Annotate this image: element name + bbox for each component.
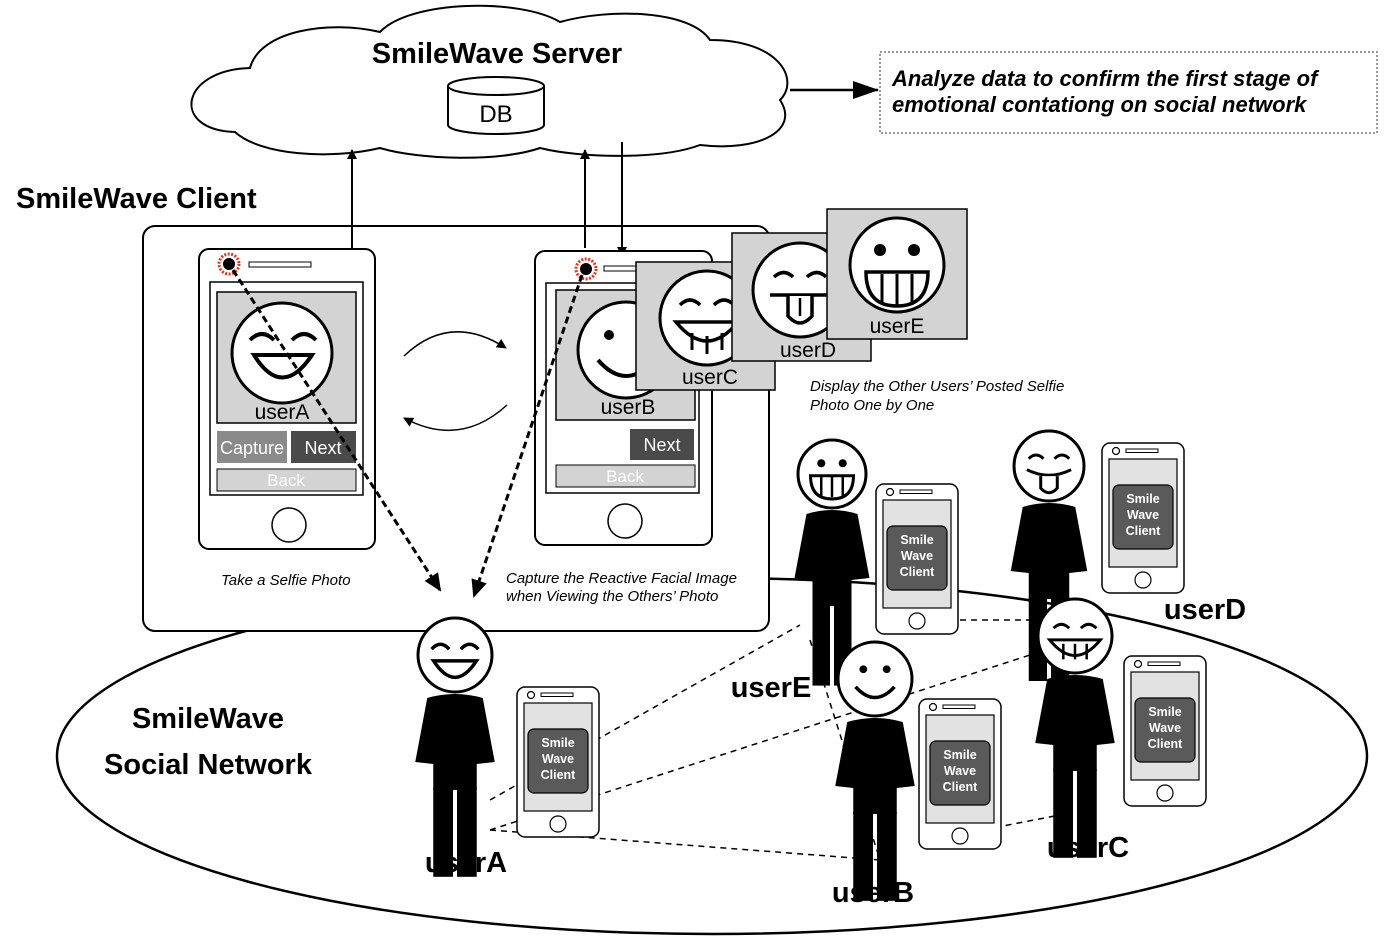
grinning-face-icon [658, 269, 756, 367]
home-button [1134, 571, 1152, 589]
app-label-text: Wave [944, 764, 976, 778]
back-button-right-label: Back [606, 467, 644, 486]
next-button-right-label: Next [643, 435, 680, 455]
speaker-slot [248, 261, 312, 268]
next-button-left[interactable] [291, 431, 356, 463]
display-caption-line1: Display the Other Users’ Posted Selfie [810, 378, 1064, 395]
server-title: SmileWave Server [372, 38, 622, 70]
app-label-text: Wave [542, 752, 574, 766]
caption-right-line1: Capture the Reactive Facial Image [506, 570, 737, 587]
app-label-text: Wave [1149, 721, 1181, 735]
network-title-line2: Social Network [104, 749, 313, 781]
stack-label-userE: userE [870, 315, 925, 338]
stack-label-userC: userC [682, 366, 738, 389]
user-label-userD: userD [1164, 594, 1246, 626]
photo-user-label-right: userB [601, 396, 656, 419]
home-button [908, 612, 926, 630]
home-button-left[interactable] [271, 507, 307, 543]
app-label-text: Client [943, 780, 979, 794]
app-label-text: Smile [1148, 705, 1181, 719]
user-label-userB: userB [832, 877, 914, 909]
user-label-userE: userE [731, 672, 812, 704]
photo-user-label-left: userA [255, 401, 310, 424]
app-label-text: Client [1148, 737, 1184, 751]
app-label-text: Smile [943, 748, 976, 762]
next-button-right[interactable] [630, 429, 694, 460]
app-label-text: Smile [1126, 492, 1159, 506]
analysis-box [879, 51, 1378, 134]
db-label: DB [479, 101, 512, 128]
display-caption-line2: Photo One by One [810, 397, 934, 414]
cycle-arrow-top [403, 331, 507, 357]
home-button [951, 827, 969, 845]
app-label-text: Smile [900, 533, 933, 547]
app-label-text: Client [541, 768, 577, 782]
client-title: SmileWave Client [16, 183, 257, 215]
laughing-face-icon [230, 301, 334, 405]
tongue-face-icon [751, 241, 849, 339]
home-button-right[interactable] [607, 503, 643, 539]
capture-button[interactable] [217, 431, 287, 463]
back-button-right[interactable] [555, 464, 696, 488]
caption-right-line2: when Viewing the Others’ Photo [506, 588, 718, 605]
database-icon [447, 76, 545, 135]
back-button-left[interactable] [216, 468, 357, 492]
app-label-text: Smile [541, 736, 574, 750]
back-button-left-label: Back [267, 471, 305, 490]
app-label-text: Wave [901, 549, 933, 563]
app-label-text: Client [1126, 524, 1162, 538]
caption-left: Take a Selfie Photo [221, 572, 351, 589]
home-button [549, 815, 567, 833]
network-title-line1: SmileWave [132, 703, 284, 735]
camera-sight-right [471, 274, 584, 598]
app-label-text: Client [900, 565, 936, 579]
app-label-text: Wave [1127, 508, 1159, 522]
camera-sight-left [231, 269, 442, 592]
cycle-arrow-bottom [403, 404, 508, 431]
capture-button-label: Capture [220, 438, 284, 458]
analysis-line1: Analyze data to confirm the first stage … [891, 66, 1320, 91]
analysis-line2: emotional contationg on social network [892, 92, 1308, 117]
user-label-userC: userC [1047, 832, 1129, 864]
user-label-userA: userA [425, 847, 507, 879]
toothy-face-icon [848, 216, 946, 314]
home-button [1156, 784, 1174, 802]
stack-label-userD: userD [780, 339, 836, 362]
next-button-left-label: Next [304, 438, 341, 458]
